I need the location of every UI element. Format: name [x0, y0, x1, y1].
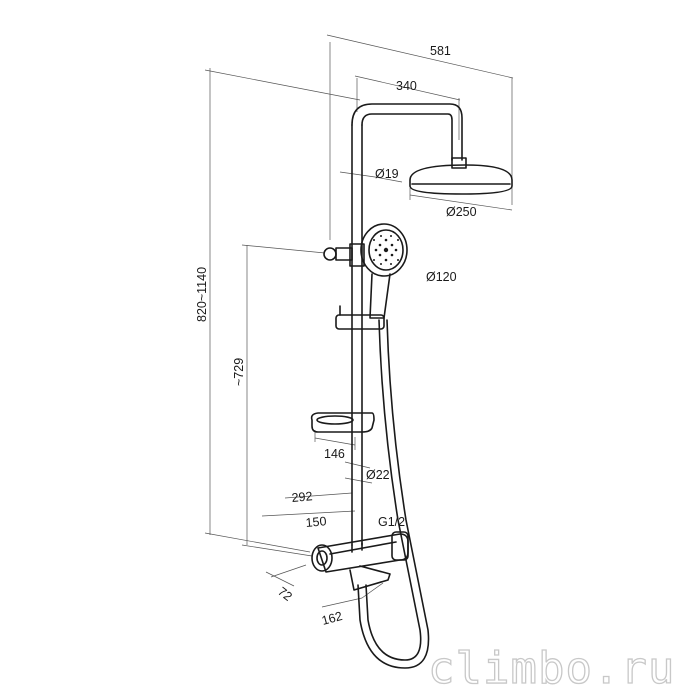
dim-holder-height: ~729: [232, 358, 246, 386]
hand-shower: [360, 223, 408, 319]
dim-height-range: 820~1140: [195, 267, 209, 322]
soap-dish-shelf: [310, 412, 375, 433]
dim-hand-shower-diameter: Ø120: [426, 270, 457, 284]
rain-shower-head: [409, 157, 513, 195]
dim-spout-length: 162: [320, 609, 344, 628]
shower-rail: [351, 103, 463, 546]
dim-head-diameter: Ø250: [446, 205, 477, 219]
hose: [357, 319, 430, 669]
dim-mixer-depth: 292: [291, 489, 313, 505]
dim-connection: G1/2: [378, 515, 405, 529]
slide-bar-holder: [335, 305, 385, 330]
thermostatic-mixer: [311, 531, 409, 591]
dim-shelf-width: 146: [324, 447, 345, 461]
watermark: climbo.ru: [428, 643, 675, 694]
dimension-lines: [204, 34, 514, 608]
dim-pipe-diameter: Ø22: [366, 468, 390, 482]
dim-handle-depth: 72: [275, 584, 295, 604]
dim-overall-width: 581: [430, 44, 451, 58]
dim-rail-diameter: Ø19: [375, 167, 399, 181]
dim-wall-offset: 150: [305, 514, 327, 530]
dim-shower-arm: 340: [396, 79, 417, 93]
hand-shower-holder: [323, 243, 365, 267]
